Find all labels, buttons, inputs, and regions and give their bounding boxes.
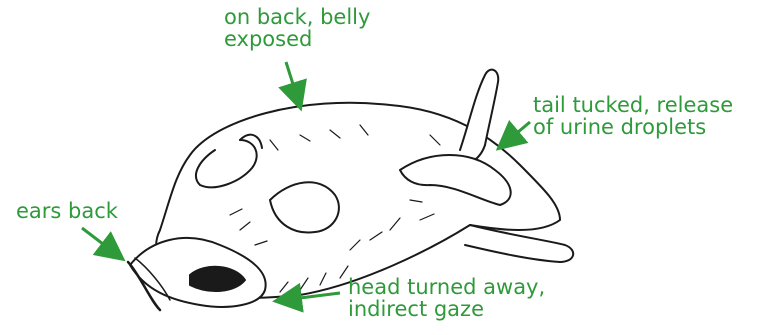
label-belly-line2: exposed bbox=[224, 28, 370, 50]
label-head-line2: indirect gaze bbox=[348, 298, 545, 320]
label-ears-back: ears back bbox=[16, 200, 118, 222]
dog-drawing bbox=[128, 70, 573, 310]
label-tail-line2: of urine droplets bbox=[533, 116, 733, 138]
arrow-ears bbox=[82, 228, 116, 254]
label-head-line1: head turned away, bbox=[348, 276, 545, 298]
arrow-belly bbox=[286, 62, 298, 100]
label-tail-tucked: tail tucked, release of urine droplets bbox=[533, 94, 733, 138]
label-head-turned: head turned away, indirect gaze bbox=[348, 276, 545, 320]
label-belly-exposed: on back, belly exposed bbox=[224, 6, 370, 50]
label-ears-line1: ears back bbox=[16, 200, 118, 222]
label-tail-line1: tail tucked, release bbox=[533, 94, 733, 116]
label-belly-line1: on back, belly bbox=[224, 6, 370, 28]
arrow-tail bbox=[505, 122, 530, 143]
